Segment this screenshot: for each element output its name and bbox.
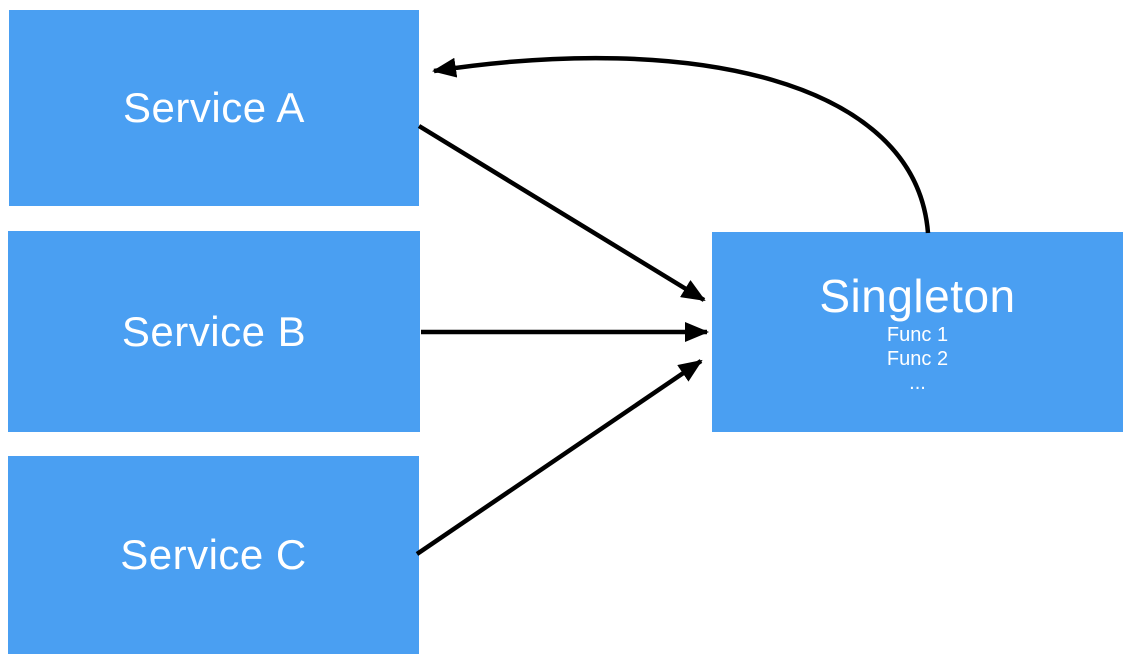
- edge-service-c-to-singleton: [415, 359, 703, 556]
- singleton-function-list: Func 1 Func 2 ...: [887, 323, 948, 395]
- node-service-b-label: Service B: [121, 307, 307, 355]
- node-service-a: Service A: [9, 10, 419, 206]
- node-service-a-label: Service A: [123, 84, 305, 131]
- node-service-b: Service B: [8, 231, 420, 432]
- node-singleton-label: Singleton: [819, 270, 1016, 322]
- edge-singleton-to-service-a: [432, 55, 931, 234]
- singleton-function-ellipsis: ...: [909, 372, 926, 394]
- singleton-function-2: Func 2: [886, 348, 949, 370]
- node-service-c: Service C: [8, 456, 419, 654]
- edge-service-a-to-singleton: [417, 124, 706, 302]
- node-service-c-label: Service C: [120, 531, 307, 578]
- node-singleton: Singleton Func 1 Func 2 ...: [712, 232, 1123, 432]
- singleton-function-1: Func 1: [886, 324, 949, 346]
